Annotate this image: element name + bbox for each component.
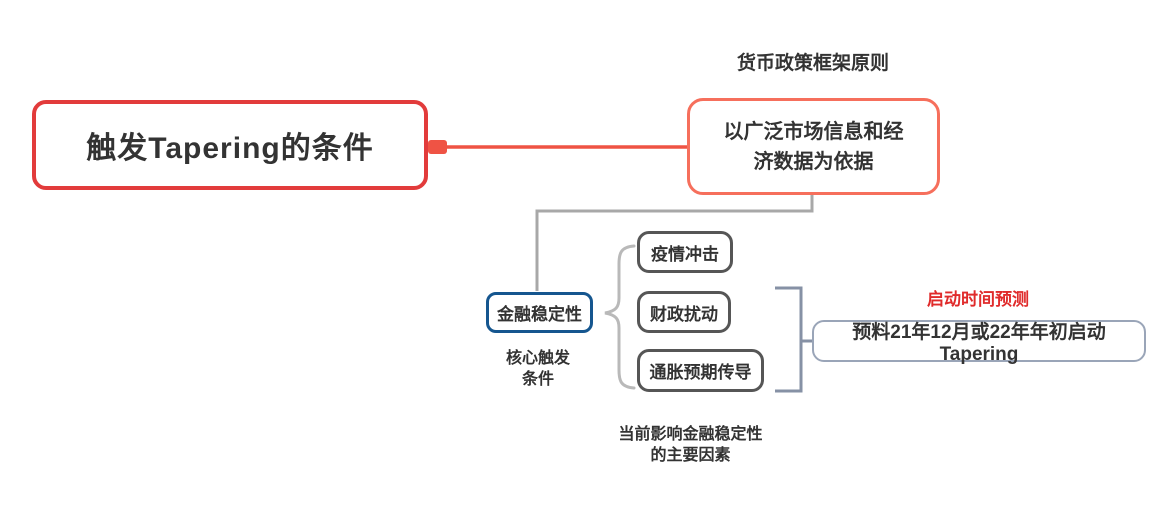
brace-stability-factors bbox=[604, 244, 636, 390]
framework-callout-label: 货币政策框架原则 bbox=[736, 53, 889, 74]
node-root-topic[interactable]: 触发Tapering的条件 bbox=[32, 100, 428, 190]
node-factor-pandemic-shock[interactable]: 疫情冲击 bbox=[637, 231, 733, 273]
bracket-factors-to-prediction bbox=[775, 286, 803, 393]
stability-note-label: 核心触发 条件 bbox=[505, 350, 570, 388]
connector-root-stub bbox=[428, 140, 447, 154]
factors-note-label: 当前影响金融稳定性 的主要因素 bbox=[618, 426, 763, 464]
node-prediction-topic[interactable]: 预料21年12月或22年年初启动Tapering bbox=[812, 320, 1146, 365]
node-stability-topic[interactable]: 金融稳定性 bbox=[486, 292, 593, 333]
node-factor-fiscal-disturbance[interactable]: 财政扰动 bbox=[637, 291, 731, 333]
node-factor-inflation-expectation[interactable]: 通胀预期传导 bbox=[637, 349, 764, 392]
node-framework-topic[interactable]: 以广泛市场信息和经 济数据为依据 bbox=[687, 98, 940, 195]
prediction-callout-label: 启动时间预测 bbox=[927, 290, 1029, 309]
